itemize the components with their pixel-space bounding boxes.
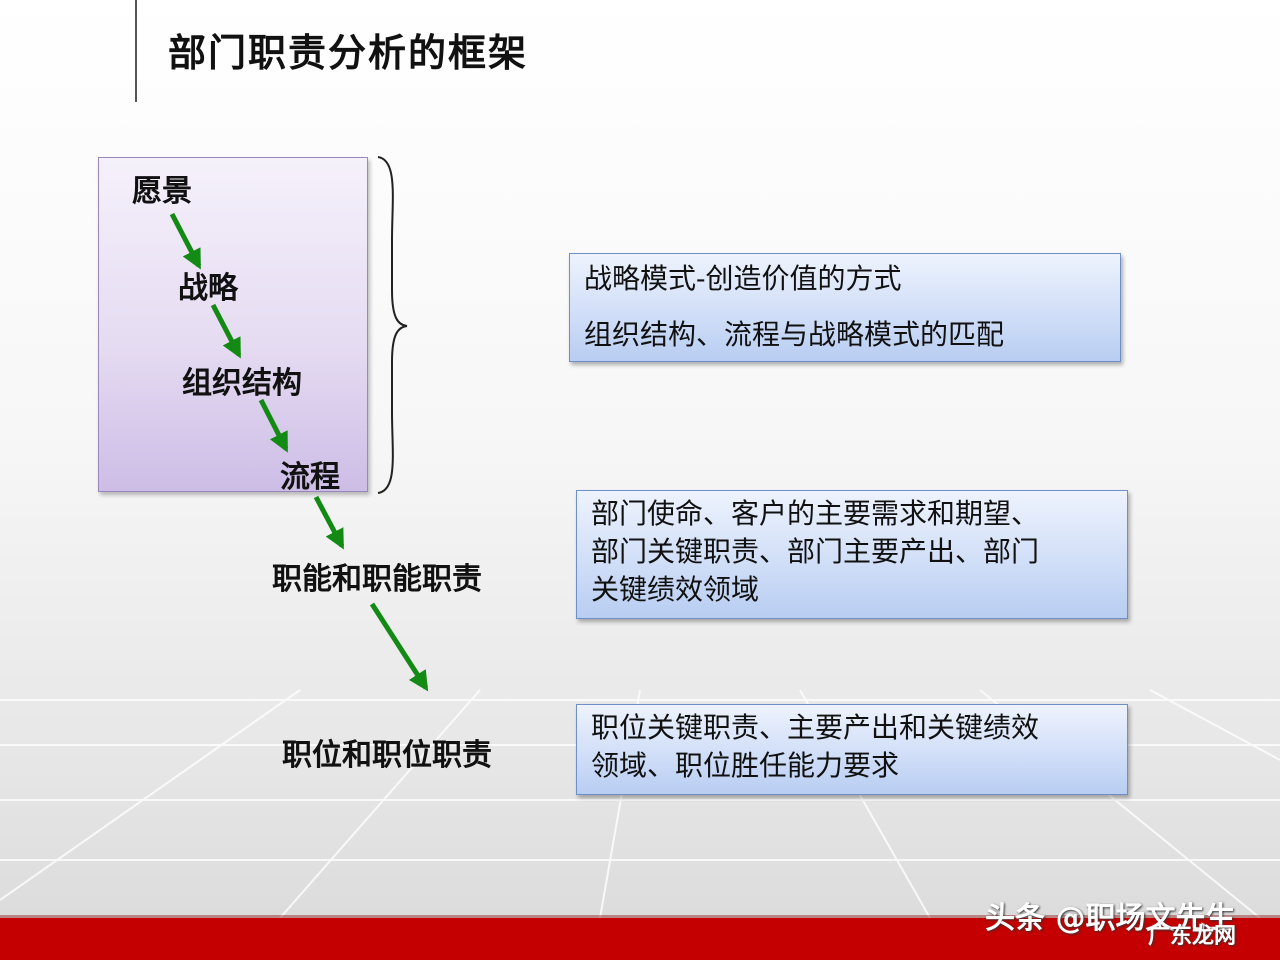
arrow-org-to-process — [258, 398, 289, 453]
position-description-box: 职位关键职责、主要产出和关键绩效 领域、职位胜任能力要求 — [576, 704, 1128, 795]
step-process: 流程 — [280, 460, 340, 495]
step-org-structure: 组织结构 — [182, 366, 302, 401]
dept-line-2: 部门关键职责、部门主要产出、部门 — [591, 535, 1040, 568]
position-line-1: 职位关键职责、主要产出和关键绩效 — [591, 711, 1040, 744]
step-vision: 愿景 — [132, 174, 192, 209]
position-line-2: 领域、职位胜任能力要求 — [591, 749, 900, 782]
step-functions: 职能和职能职责 — [272, 562, 482, 597]
arrow-functions-to-positions — [369, 602, 429, 692]
title-divider — [135, 0, 137, 102]
department-description-box: 部门使命、客户的主要需求和期望、 部门关键职责、部门主要产出、部门 关键绩效领域 — [576, 490, 1128, 619]
watermark-site: 广东龙网 — [1148, 924, 1237, 949]
step-strategy: 战略 — [178, 271, 238, 306]
arrow-vision-to-strategy — [169, 212, 202, 270]
strategy-line-1: 战略模式-创造价值的方式 — [584, 262, 902, 295]
footer-bar — [0, 915, 1280, 960]
page-title: 部门职责分析的框架 — [168, 31, 529, 75]
strategy-line-2: 组织结构、流程与战略模式的匹配 — [584, 318, 1005, 351]
strategy-description-box: 战略模式-创造价值的方式 组织结构、流程与战略模式的匹配 — [569, 253, 1121, 362]
arrow-strategy-to-org — [210, 303, 242, 359]
step-positions: 职位和职位职责 — [282, 738, 492, 773]
right-brace — [377, 156, 408, 494]
hierarchy-box — [98, 157, 368, 492]
watermark: 头条 @职场文先生 — [985, 901, 1236, 936]
dept-line-3: 关键绩效领域 — [591, 573, 760, 606]
arrow-process-to-functions — [313, 495, 345, 550]
dept-line-1: 部门使命、客户的主要需求和期望、 — [591, 497, 1040, 530]
